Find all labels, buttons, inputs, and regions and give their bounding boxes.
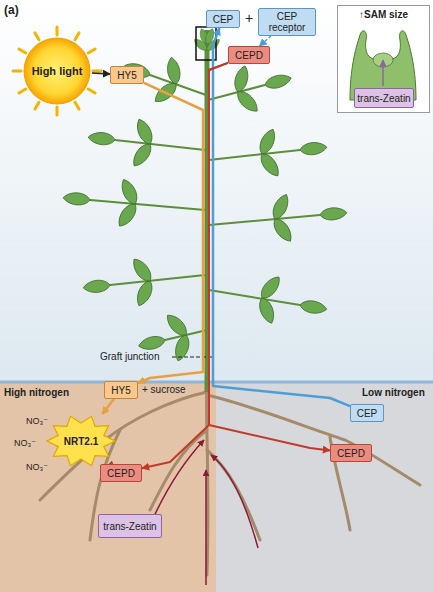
sucrose-label: + sucrose — [142, 384, 186, 395]
inset-background — [337, 5, 430, 113]
leaflet — [257, 150, 283, 179]
node-text: CEPD — [107, 468, 135, 479]
nitrate-label: NO₃⁻ — [26, 416, 48, 426]
leaflet — [163, 311, 190, 339]
leaflet — [270, 192, 292, 222]
signal-box: CEPD — [330, 444, 372, 462]
leaflet — [172, 333, 191, 362]
star-outline — [47, 416, 115, 465]
transport-line — [205, 470, 207, 585]
roots — [40, 385, 420, 575]
leaflet — [257, 127, 279, 157]
leaves — [63, 28, 348, 363]
high-nitrogen-soil — [0, 382, 216, 592]
leaflet — [270, 216, 295, 245]
node-text: High light — [32, 65, 83, 78]
node-text: CEPD — [337, 448, 365, 459]
signal-connector — [142, 63, 228, 468]
leaflet — [134, 117, 156, 147]
leaflet — [63, 192, 91, 206]
inset-panel: ↑SAM size trans-Zeatin — [337, 5, 430, 113]
signal-connector — [92, 73, 110, 74]
leaflet — [88, 131, 116, 146]
leaflet — [299, 141, 327, 156]
graft-junction-line — [172, 357, 214, 358]
leaflet — [83, 279, 111, 294]
leaflet — [165, 56, 182, 85]
signal-box: CEPD — [228, 46, 270, 64]
leaflet — [192, 37, 209, 53]
leaflet — [263, 72, 292, 91]
node-text: NRT2.1 — [64, 436, 98, 447]
node-text: ↑SAM size — [338, 6, 429, 20]
node-text: CEPD — [235, 50, 263, 61]
plus-sign: + — [245, 10, 253, 26]
leaflet — [129, 256, 155, 285]
node-text: trans-Zeatin — [357, 93, 410, 104]
node-text: CEP — [357, 408, 378, 419]
leaflet — [118, 177, 140, 207]
signal-box: CEPD — [100, 464, 142, 482]
leaflet — [115, 201, 140, 230]
condition-label: Low nitrogen — [362, 387, 425, 398]
sun-circle: High light — [22, 36, 92, 106]
receptor-box: CEP receptor — [258, 8, 316, 36]
leaflet — [232, 64, 251, 93]
panel-letter: (a) — [4, 3, 19, 17]
leaflet — [256, 296, 277, 326]
transporter-star: NRT2.1 — [46, 414, 116, 468]
leaflet — [299, 299, 328, 315]
leaflet — [319, 207, 347, 221]
zeatin-arrow — [382, 60, 384, 86]
nitrate-label: NO₃⁻ — [14, 438, 36, 448]
signal-connector — [259, 36, 271, 46]
leaflet — [129, 140, 155, 169]
node-text: HY5 — [111, 385, 130, 396]
root — [150, 430, 207, 510]
hormone-box: trans-Zeatin — [354, 88, 414, 108]
transport-line — [211, 455, 258, 548]
signal-connector — [209, 63, 330, 451]
factor-box: HY5 — [104, 381, 138, 399]
signal-connector — [138, 83, 203, 383]
sky — [0, 0, 433, 382]
peptide-box: CEP — [206, 10, 240, 28]
sun-disc — [24, 38, 90, 104]
nitrate-label: NO₃⁻ — [26, 462, 48, 472]
signal-connector — [102, 399, 114, 414]
node-text: trans-Zeatin — [103, 521, 156, 532]
transport-line — [150, 440, 204, 525]
leaflet — [134, 279, 156, 309]
graft-label: Graft junction — [100, 351, 159, 362]
root-transport-lines — [150, 440, 258, 585]
hormone-box: trans-Zeatin — [98, 514, 162, 538]
factor-box: HY5 — [110, 66, 144, 84]
leaflet — [257, 273, 283, 302]
low-nitrogen-soil — [216, 382, 433, 592]
node-text: CEP receptor — [259, 11, 315, 33]
node-text: CEP — [213, 14, 234, 25]
peptide-box: CEP — [350, 404, 384, 422]
condition-label: High nitrogen — [4, 387, 69, 398]
signal-connector — [213, 28, 350, 406]
leaflet — [137, 334, 166, 352]
sun-glow — [24, 38, 90, 104]
root — [40, 392, 207, 500]
leaflet — [234, 88, 262, 116]
node-text: HY5 — [117, 70, 136, 81]
soil-surface — [0, 381, 433, 384]
root — [207, 395, 420, 485]
sun-rays — [13, 27, 101, 115]
